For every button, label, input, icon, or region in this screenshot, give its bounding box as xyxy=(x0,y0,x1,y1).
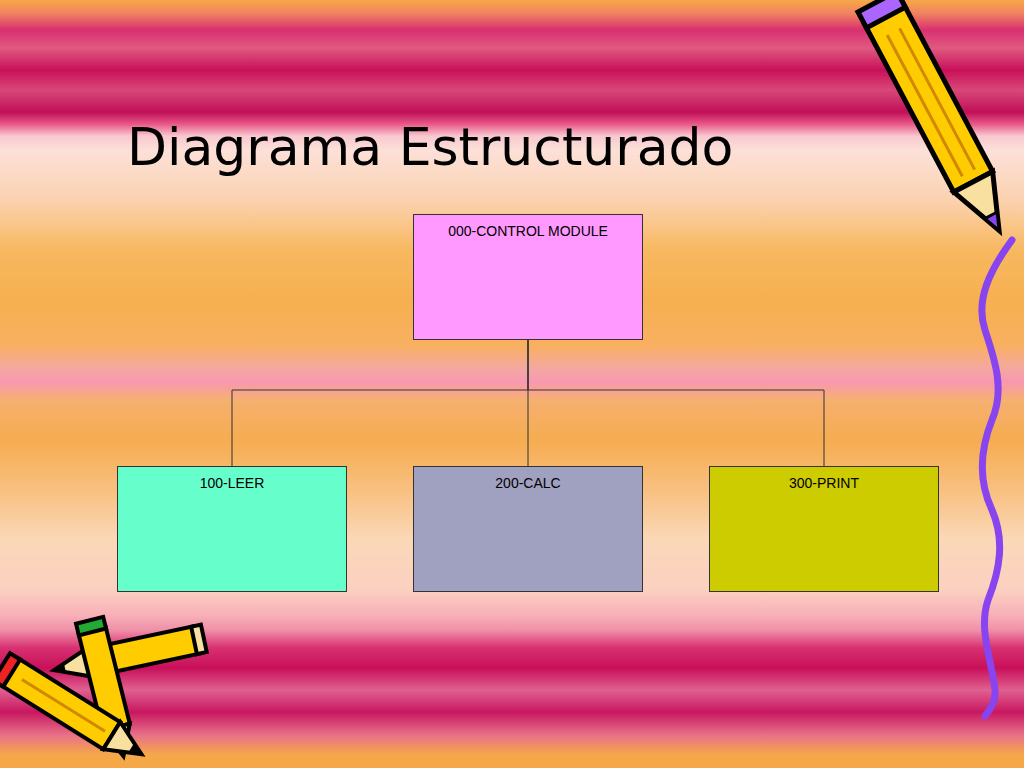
module-label: 300-PRINT xyxy=(789,475,859,492)
module-box: 200-CALC xyxy=(413,466,643,592)
module-label: 000-CONTROL MODULE xyxy=(448,223,608,240)
module-box: 300-PRINT xyxy=(709,466,939,592)
module-label: 200-CALC xyxy=(495,475,560,492)
module-label: 100-LEER xyxy=(200,475,265,492)
slide-title: Diagrama Estructurado xyxy=(127,116,733,178)
control-module-box: 000-CONTROL MODULE xyxy=(413,214,643,340)
wavy-line xyxy=(982,240,1012,716)
tree-connector xyxy=(232,340,528,466)
tree-connector xyxy=(528,340,824,466)
module-box: 100-LEER xyxy=(117,466,347,592)
pencil xyxy=(858,0,1018,241)
pencil xyxy=(51,625,206,684)
pencil xyxy=(0,653,150,768)
